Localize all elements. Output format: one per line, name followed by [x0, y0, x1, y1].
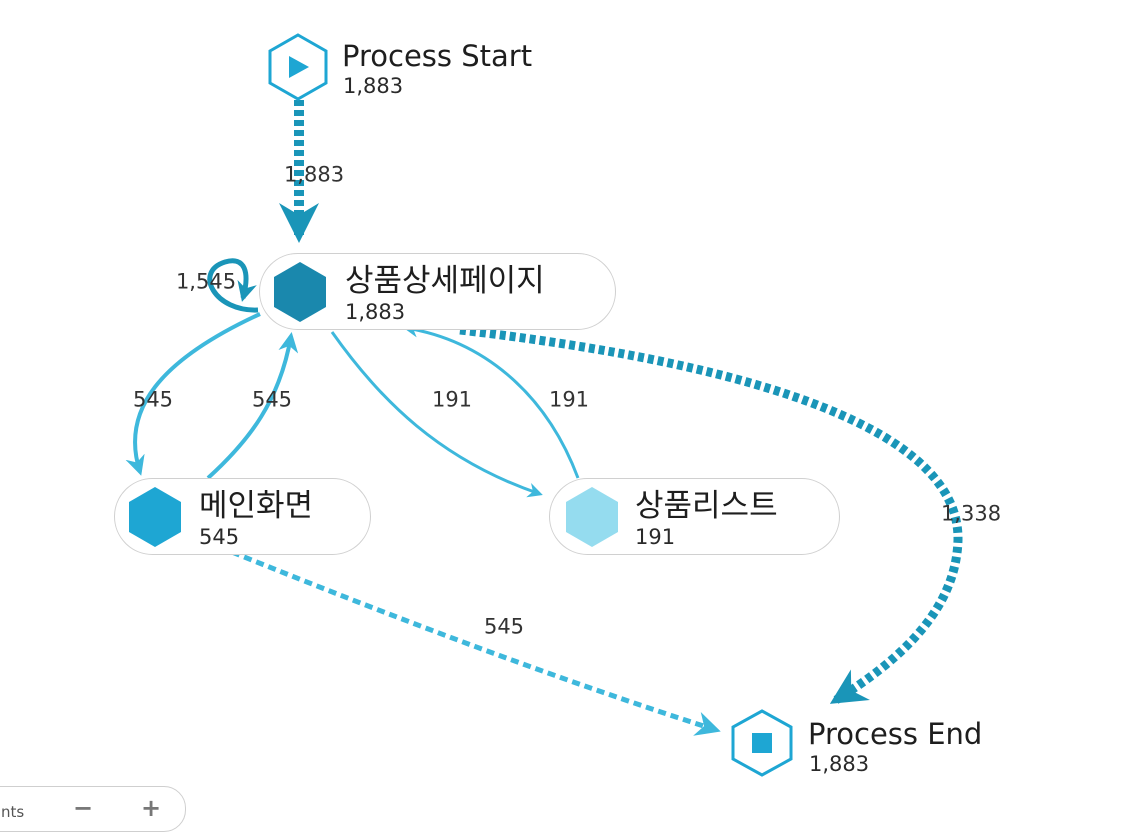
play-icon [289, 56, 309, 78]
stop-icon [752, 733, 772, 753]
zoom-in-button[interactable]: + [140, 794, 162, 822]
edge-detail-to-main[interactable] [125, 312, 261, 476]
start-node-icon[interactable] [268, 33, 328, 101]
process-start-title: Process Start [342, 39, 533, 73]
hexagon-icon [566, 487, 618, 547]
process-end-count: 1,883 [809, 752, 870, 776]
edge-label-list-detail: 191 [548, 387, 590, 412]
activity-title: 상품리스트 [635, 488, 778, 524]
activity-node-detail[interactable]: 상품상세페이지 1,883 [259, 253, 616, 330]
activity-count: 191 [635, 525, 676, 549]
edge-label-main-detail: 545 [251, 387, 293, 412]
zoom-out-button[interactable]: − [72, 794, 94, 822]
activity-count: 1,883 [345, 300, 406, 324]
zoom-control: nts − + [0, 786, 186, 832]
activity-node-list[interactable]: 상품리스트 191 [549, 478, 840, 555]
edge-label-main-end: 545 [483, 614, 525, 639]
process-end-title: Process End [808, 717, 983, 751]
hexagon-icon [129, 487, 181, 547]
end-node-icon[interactable] [731, 709, 793, 777]
zoom-label: nts [1, 803, 25, 821]
edge-list-to-detail[interactable] [403, 322, 580, 479]
edge-main-to-detail[interactable] [206, 332, 299, 480]
edge-main-to-end[interactable] [231, 549, 721, 736]
activity-title: 상품상세페이지 [345, 263, 545, 299]
edge-label-detail-end: 1,338 [940, 501, 1002, 526]
edge-detail-self-loop[interactable] [207, 258, 259, 313]
edge-label-detail-list: 191 [431, 387, 473, 412]
process-start-count: 1,883 [343, 74, 404, 98]
activity-count: 545 [199, 525, 240, 549]
edge-detail-to-end[interactable] [459, 325, 963, 704]
hexagon-icon [274, 262, 326, 322]
activity-node-main[interactable]: 메인화면 545 [114, 478, 371, 555]
edge-label-start-detail: 1,883 [283, 162, 345, 187]
edge-detail-to-list[interactable] [330, 331, 543, 498]
edge-label-detail-self: 1,545 [175, 269, 237, 294]
activity-title: 메인화면 [199, 488, 314, 524]
edge-label-detail-main: 545 [132, 387, 174, 412]
